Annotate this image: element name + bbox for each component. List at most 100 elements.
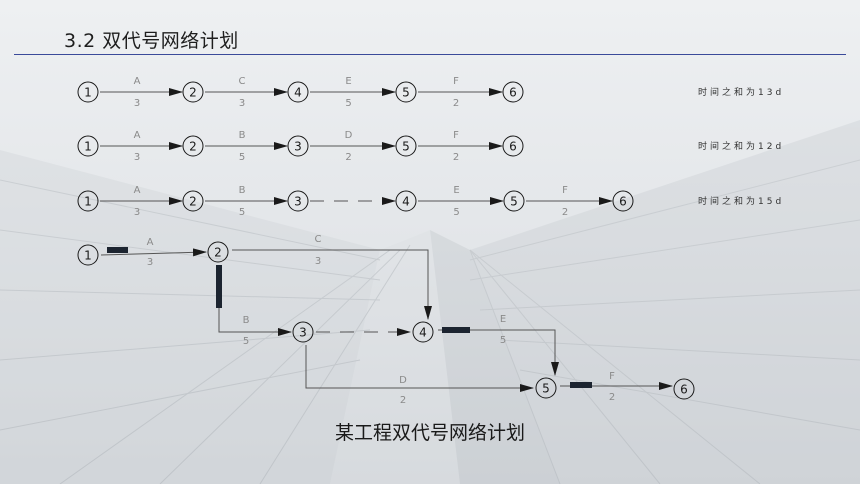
network-node-1: 1 — [77, 244, 99, 266]
row-2-node-1-circle — [77, 135, 99, 157]
row-3-node-4-number: 4 — [402, 195, 410, 209]
row-2-node-3: 3 — [287, 135, 309, 157]
row-2-activity-label: A — [134, 130, 141, 141]
row-2-node-6-number: 6 — [509, 140, 517, 154]
edge-4-to-5-duration-label: 5 — [500, 335, 506, 346]
row-1-node-2: 2 — [182, 81, 204, 103]
row-1-node-1-circle — [77, 81, 99, 103]
row-3-duration-label: 5 — [239, 207, 245, 218]
edge-3-to-5: D2 — [305, 345, 534, 406]
row-2-node-5-circle — [395, 135, 417, 157]
network-node-5-circle — [535, 377, 557, 399]
row-2-node-2-number: 2 — [189, 140, 197, 154]
network-node-3: 3 — [292, 321, 314, 343]
row-2-activity-label: B — [239, 130, 246, 141]
network-node-5-number: 5 — [542, 382, 550, 396]
network-node-4-circle — [412, 321, 434, 343]
edge-2-to-4-activity-label: C — [315, 234, 322, 245]
row-3-node-3-number: 3 — [294, 195, 302, 209]
edge-3-to-5-line — [305, 345, 534, 392]
row-3-node-3-circle — [287, 190, 309, 212]
row-1-duration-label: 5 — [345, 98, 351, 109]
edge-4-to-5-line — [438, 329, 559, 376]
row-3-node-2-circle — [182, 190, 204, 212]
row-2-node-5: 5 — [395, 135, 417, 157]
row-1-node-5-number: 5 — [402, 86, 410, 100]
network-node-4: 4 — [412, 321, 434, 343]
row-3-node-6-number: 6 — [619, 195, 627, 209]
row-1-node-6-circle — [502, 81, 524, 103]
network-node-1-circle — [77, 244, 99, 266]
row-1-activity-label: A — [134, 76, 141, 87]
row-1-node-6: 6 — [502, 81, 524, 103]
network-node-2-number: 2 — [214, 246, 222, 260]
row-2-node-6-circle — [502, 135, 524, 157]
network-node-6-number: 6 — [680, 383, 688, 397]
row-3-node-1: 1 — [77, 190, 99, 212]
row-2-node-3-number: 3 — [294, 140, 302, 154]
row-3-activity-label: B — [239, 185, 246, 196]
row-3-node-3: 3 — [287, 190, 309, 212]
row-3-activity-label: E — [453, 185, 459, 196]
row-3-duration-label: 5 — [453, 207, 459, 218]
row-1-node-1-number: 1 — [84, 86, 92, 100]
row-1-duration-label: 3 — [239, 98, 245, 109]
network-node-2: 2 — [207, 241, 229, 263]
edge-1-to-2-line — [100, 248, 207, 257]
row-1-node-5-circle — [395, 81, 417, 103]
row-3-node-1-circle — [77, 190, 99, 212]
network-node-6-circle — [673, 378, 695, 400]
row-3-node-6: 6 — [612, 190, 634, 212]
row-2-activity-label: F — [453, 130, 459, 141]
row-3-duration-total: 时间之和为15d — [698, 195, 784, 207]
row-2-node-1: 1 — [77, 135, 99, 157]
network-node-6: 6 — [673, 378, 695, 400]
row-3-node-5-number: 5 — [510, 195, 518, 209]
edge-1-to-2-duration-label: 3 — [147, 257, 153, 268]
row-1-node-1: 1 — [77, 81, 99, 103]
row-2-duration-label: 3 — [134, 152, 140, 163]
row-2-node-1-number: 1 — [84, 140, 92, 154]
edge-1-to-2-activity-label: A — [147, 237, 154, 248]
edge-5-to-6: F2 — [560, 371, 673, 403]
row-1-node-2-number: 2 — [189, 86, 197, 100]
row-3-activity-label: A — [134, 185, 141, 196]
row-1-activity-label: E — [345, 76, 351, 87]
row-2-duration-total: 时间之和为12d — [698, 140, 784, 152]
edge-2-to-3-activity-label: B — [243, 315, 250, 326]
slide-title: 3.2 双代号网络计划 — [64, 30, 239, 52]
row-1-node-4-circle — [287, 81, 309, 103]
row-3-node-5-circle — [503, 190, 525, 212]
diagram-caption: 某工程双代号网络计划 — [334, 422, 525, 444]
edge-1-to-2: A3 — [100, 237, 207, 268]
edge-3-to-5-activity-label: D — [399, 375, 407, 386]
row-2-duration-label: 2 — [345, 152, 351, 163]
row-1-activity-label: C — [239, 76, 246, 87]
network-node-4-number: 4 — [419, 326, 427, 340]
network-node-1-number: 1 — [84, 249, 92, 263]
title-underline — [14, 54, 846, 55]
edge-2-to-4-duration-label: 3 — [315, 256, 321, 267]
row-3-node-4-circle — [395, 190, 417, 212]
row-2-duration-label: 2 — [453, 152, 459, 163]
edge-4-to-5-activity-label: E — [500, 314, 506, 325]
row-3-node-2: 2 — [182, 190, 204, 212]
network-node-2-circle — [207, 241, 229, 263]
edge-5-to-6-duration-label: 2 — [609, 392, 615, 403]
row-1-node-5: 5 — [395, 81, 417, 103]
row-1-node-4-number: 4 — [294, 86, 302, 100]
network-node-3-circle — [292, 321, 314, 343]
edge-2-to-3-duration-label: 5 — [243, 336, 249, 347]
row-2-node-2: 2 — [182, 135, 204, 157]
row-2-node-6: 6 — [502, 135, 524, 157]
row-3-activity-label: F — [562, 185, 568, 196]
row-2-activity-label: D — [345, 130, 353, 141]
row-1-duration-label: 3 — [134, 98, 140, 109]
edge-2-to-3-line — [218, 265, 292, 336]
row-1-node-6-number: 6 — [509, 86, 517, 100]
row-2-node-2-circle — [182, 135, 204, 157]
row-1-duration-total: 时间之和为13d — [698, 86, 784, 98]
